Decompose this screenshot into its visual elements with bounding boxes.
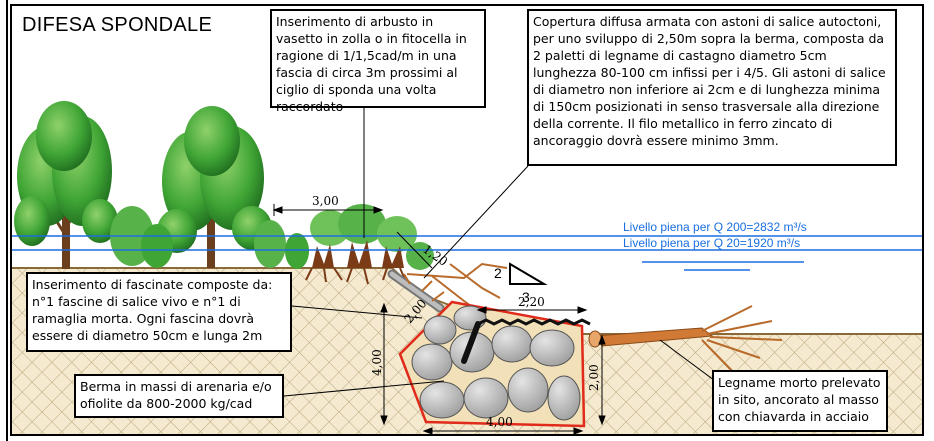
dim-height-right: [598, 334, 606, 426]
dead-log: [588, 305, 783, 372]
left-margin-bar: [0, 0, 8, 441]
water-level-q20-label: Livello piena per Q 20=1920 m³/s: [623, 236, 801, 250]
dim-chain-label: 2,20: [518, 295, 545, 309]
dim-height-left-label: 4,00: [370, 349, 384, 376]
note-berma-text: Berma in massi di arenaria e/o ofiolite …: [80, 379, 272, 411]
note-copertura: Copertura diffusa armata con astoni di s…: [527, 9, 897, 166]
dim-height-left: [380, 302, 388, 426]
drawing-frame: 3,00 1,20 2 3 2,00: [10, 4, 924, 436]
water-level-q200-label: Livello piena per Q 200=2832 m³/s: [623, 220, 807, 234]
dim-height-right-label: 2,00: [587, 364, 601, 391]
drawing-title: DIFESA SPONDALE: [22, 14, 213, 36]
note-berma: Berma in massi di arenaria e/o ofiolite …: [74, 374, 284, 418]
dim-base: [422, 427, 584, 434]
note-arbusto: Inserimento di arbusto in vasetto in zol…: [270, 9, 486, 114]
leader-lines: [283, 108, 731, 397]
dim-base-label: 4,00: [486, 415, 513, 429]
note-copertura-text: Copertura diffusa armata con astoni di s…: [533, 14, 886, 148]
tree-left: [14, 101, 118, 269]
note-fascinate: Inserimento di fascinate composte da: n°…: [26, 272, 292, 352]
slope-rise: 2: [494, 265, 502, 281]
dim-chain: [476, 306, 588, 314]
berm-rocks: [398, 300, 586, 428]
fascine-bundle: [387, 269, 445, 313]
slope-run: 3: [522, 289, 530, 305]
slope-triangle: 2 3: [494, 262, 548, 305]
note-legname: Legname morto prelevato in sito, ancorat…: [712, 370, 888, 432]
dim-width-top-label: 3,00: [312, 194, 339, 208]
note-legname-text: Legname morto prelevato in sito, ancorat…: [718, 375, 881, 424]
note-arbusto-text: Inserimento di arbusto in vasetto in zol…: [276, 14, 467, 114]
note-fascinate-text: Inserimento di fascinate composte da: n°…: [32, 277, 273, 343]
anchor-chain: [461, 318, 591, 364]
